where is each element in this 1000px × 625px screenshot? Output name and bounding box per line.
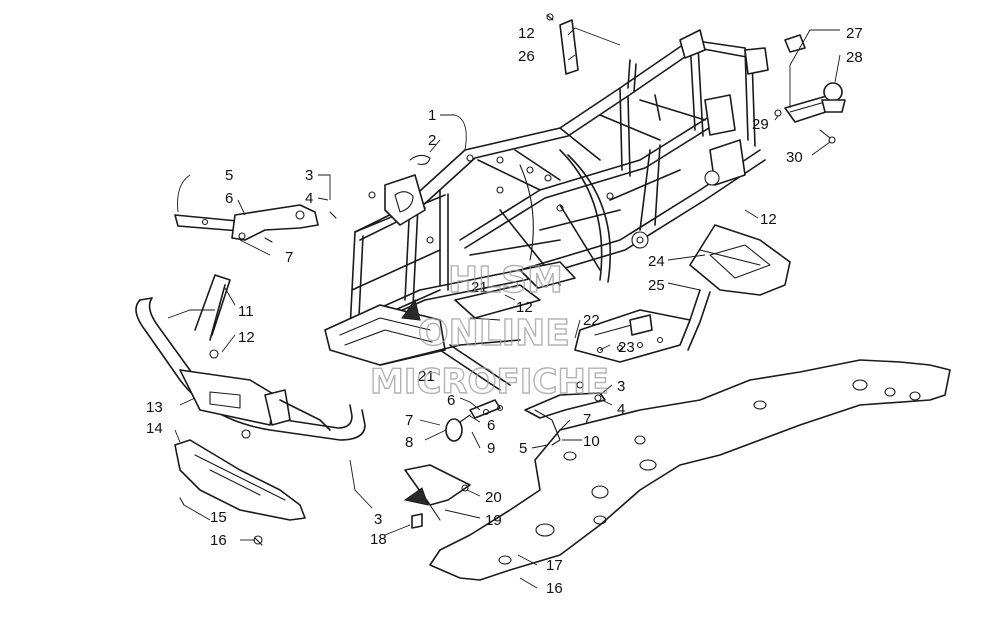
callout-2: 2 bbox=[428, 132, 436, 149]
callout-18: 18 bbox=[370, 531, 387, 548]
callout-6-right: 6 bbox=[487, 417, 495, 434]
callout-19: 19 bbox=[485, 512, 502, 529]
callout-5-mid: 5 bbox=[519, 440, 527, 457]
callout-10: 10 bbox=[583, 433, 600, 450]
callout-22: 22 bbox=[583, 312, 600, 329]
clip-part bbox=[409, 154, 431, 165]
callout-16-bottom: 16 bbox=[546, 580, 563, 597]
callout-4-mid: 4 bbox=[617, 401, 625, 418]
callout-7: 7 bbox=[285, 249, 293, 266]
callout-6-left: 6 bbox=[447, 392, 455, 409]
callout-1: 1 bbox=[428, 107, 436, 124]
callout-5: 5 bbox=[225, 167, 233, 184]
callout-28: 28 bbox=[846, 49, 863, 66]
rear-footrest-frame bbox=[574, 224, 791, 363]
callout-11: 11 bbox=[238, 303, 254, 320]
watermark-line-2: ONLINE bbox=[418, 313, 570, 354]
front-skid-plate bbox=[174, 439, 306, 546]
rear-hitch bbox=[774, 34, 846, 144]
callout-26: 26 bbox=[518, 48, 535, 65]
callout-12-center: 12 bbox=[516, 299, 533, 316]
callout-30: 30 bbox=[786, 149, 803, 166]
callout-7-left: 7 bbox=[405, 412, 413, 429]
callout-24: 24 bbox=[648, 253, 665, 270]
front-bumper bbox=[135, 274, 366, 441]
pointer-arrow bbox=[401, 298, 421, 321]
callout-13: 13 bbox=[146, 399, 163, 416]
callout-27: 27 bbox=[846, 25, 863, 42]
watermark-line-3: MICROFICHE bbox=[370, 362, 609, 402]
callout-25: 25 bbox=[648, 277, 665, 294]
callout-12-right: 12 bbox=[760, 211, 777, 228]
callout-3-lower: 3 bbox=[374, 511, 382, 528]
callout-12-top: 12 bbox=[518, 25, 535, 42]
callout-numbers: 1 2 3 4 5 6 7 11 12 13 14 15 16 3 18 19 … bbox=[146, 25, 863, 597]
lower-mid-brackets bbox=[445, 381, 606, 446]
watermark-line-1: HLSM bbox=[448, 260, 563, 301]
callout-29: 29 bbox=[752, 116, 769, 133]
callout-8: 8 bbox=[405, 434, 413, 451]
rear-brace bbox=[546, 13, 579, 75]
callout-17: 17 bbox=[546, 557, 563, 574]
leader-lines bbox=[167, 27, 841, 589]
callout-21-lower: 21 bbox=[418, 368, 435, 385]
mount-bracket bbox=[403, 464, 471, 529]
callout-14: 14 bbox=[146, 420, 163, 437]
callout-15: 15 bbox=[210, 509, 227, 526]
callout-4: 4 bbox=[305, 190, 313, 207]
callout-20: 20 bbox=[485, 489, 502, 506]
callout-3-mid: 3 bbox=[617, 378, 625, 395]
callout-12: 12 bbox=[238, 329, 255, 346]
watermark: HLSM ONLINE MICROFICHE bbox=[369, 259, 609, 402]
callout-6: 6 bbox=[225, 190, 233, 207]
callout-21-upper: 21 bbox=[471, 279, 488, 296]
callout-16: 16 bbox=[210, 532, 227, 549]
callout-7-right: 7 bbox=[583, 411, 591, 428]
front-upper-brackets bbox=[174, 204, 337, 243]
callout-3: 3 bbox=[305, 167, 313, 184]
callout-9: 9 bbox=[487, 440, 495, 457]
callout-23: 23 bbox=[618, 339, 635, 356]
main-skid-plate bbox=[429, 359, 951, 581]
